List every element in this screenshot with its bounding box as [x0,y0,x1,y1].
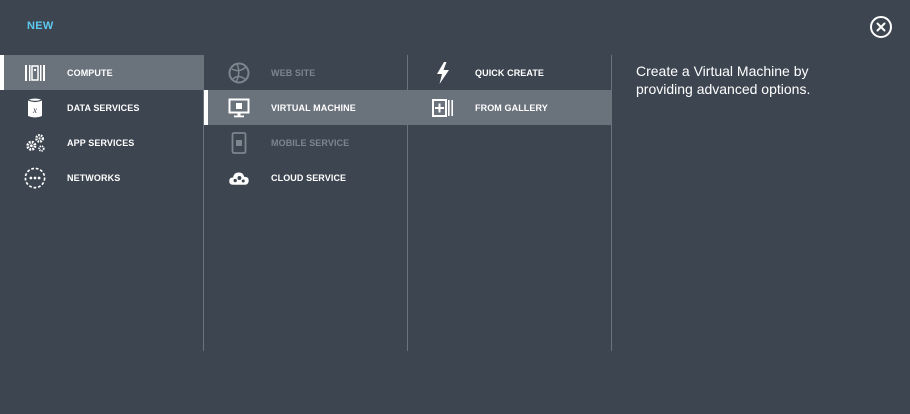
category-list: COMPUTE x DATA SERVICES APP SERVICES [0,55,204,195]
networks-icon [24,167,46,189]
compute-icon [24,62,46,84]
category-label: NETWORKS [67,172,121,183]
page-title: NEW [27,20,54,32]
column-divider [611,55,612,351]
compute-item-cloud-service[interactable]: CLOUD SERVICE [204,160,408,195]
option-from-gallery[interactable]: FROM GALLERY [408,90,612,125]
compute-label: VIRTUAL MACHINE [271,102,356,113]
create-options-list: QUICK CREATE FROM GALLERY [408,55,612,125]
category-item-networks[interactable]: NETWORKS [0,160,204,195]
app-services-icon [24,132,46,154]
cloud-service-icon [228,167,250,189]
category-label: DATA SERVICES [67,102,140,113]
gallery-icon [432,97,454,119]
compute-item-web-site[interactable]: WEB SITE [204,55,408,90]
category-item-compute[interactable]: COMPUTE [0,55,204,90]
mobile-service-icon [228,132,250,154]
compute-label: CLOUD SERVICE [271,172,347,183]
option-quick-create[interactable]: QUICK CREATE [408,55,612,90]
compute-item-virtual-machine[interactable]: VIRTUAL MACHINE [204,90,408,125]
close-button[interactable] [870,16,892,38]
compute-label: MOBILE SERVICE [271,137,350,148]
close-icon [876,22,886,32]
svg-text:x: x [32,105,37,115]
category-label: COMPUTE [67,67,113,78]
web-site-icon [228,62,250,84]
category-label: APP SERVICES [67,137,135,148]
data-services-icon: x [24,97,46,119]
category-item-app-services[interactable]: APP SERVICES [0,125,204,160]
option-label: QUICK CREATE [475,67,545,78]
compute-list: WEB SITE VIRTUAL MACHINE MOBILE SERVICE [204,55,408,195]
compute-label: WEB SITE [271,67,316,78]
compute-item-mobile-service[interactable]: MOBILE SERVICE [204,125,408,160]
virtual-machine-icon [228,97,250,119]
category-item-data-services[interactable]: x DATA SERVICES [0,90,204,125]
column-divider [407,55,408,351]
option-description: Create a Virtual Machine by providing ad… [636,63,811,97]
column-divider [203,55,204,351]
option-label: FROM GALLERY [475,102,548,113]
lightning-icon [432,62,454,84]
